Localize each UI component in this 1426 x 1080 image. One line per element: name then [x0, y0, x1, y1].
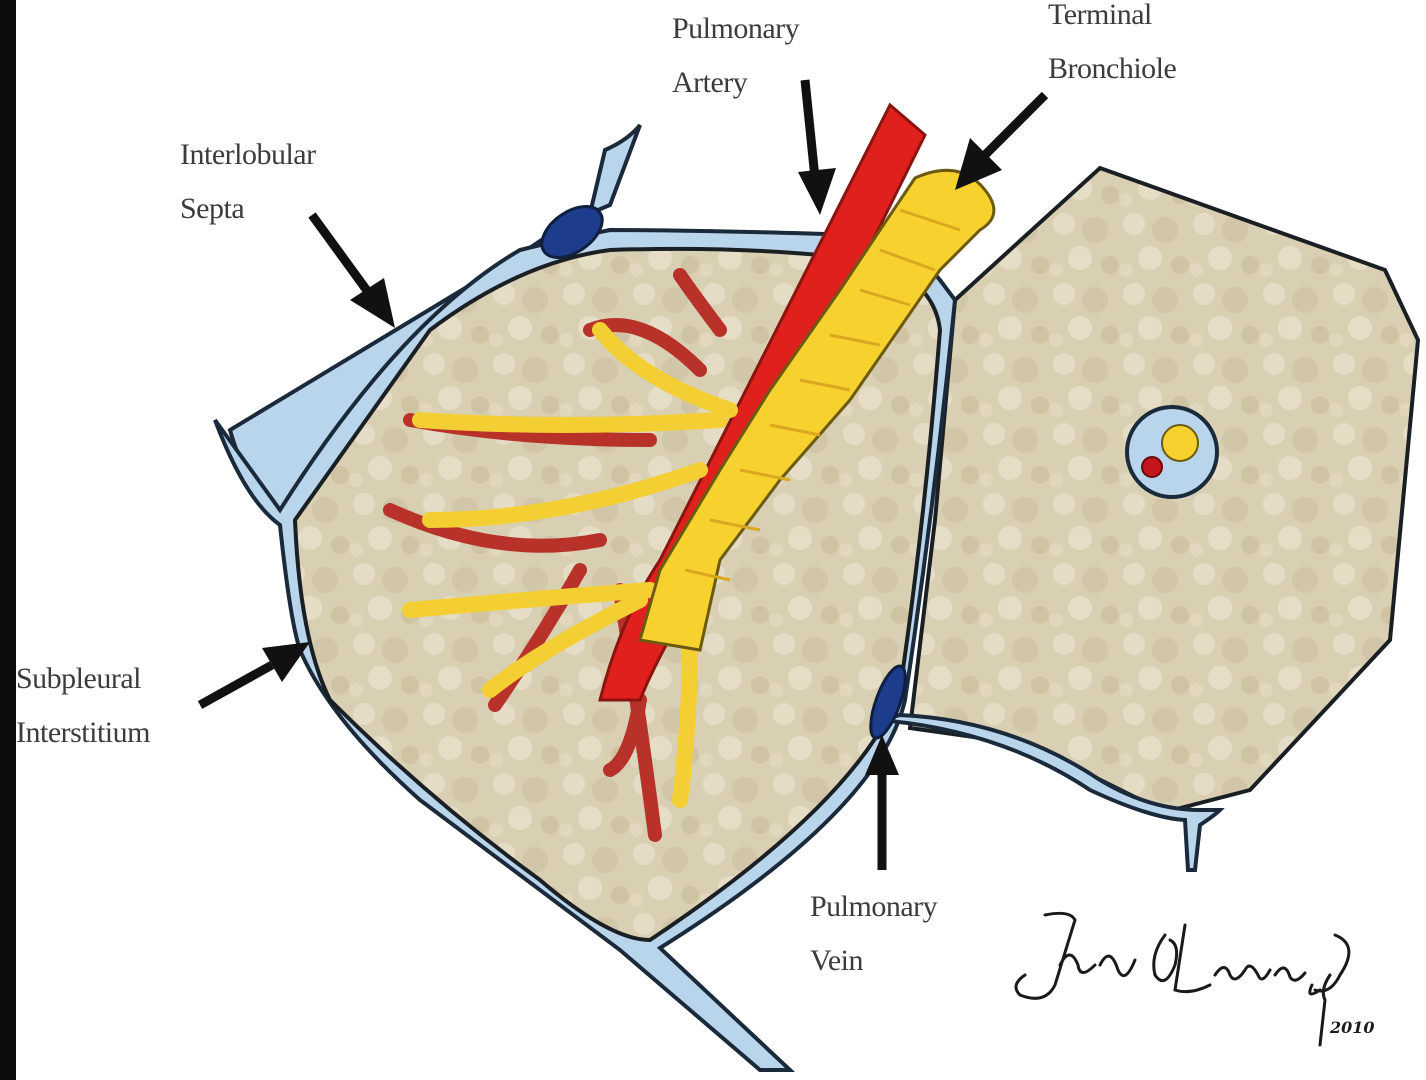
label-pulmonary-vein: Pulmonary Vein [810, 880, 937, 988]
label-terminal-bronchiole: Terminal Bronchiole [1048, 0, 1176, 96]
author-signature: 2010 [1000, 905, 1400, 1055]
bronchovascular-cross-section [1127, 407, 1217, 497]
label-pulmonary-artery: Pulmonary Artery [672, 2, 799, 110]
label-interlobular-septa: Interlobular Septa [180, 128, 316, 236]
signature-year: 2010 [1329, 1018, 1375, 1037]
label-subpleural-interstitium: Subpleural Interstitium [16, 652, 150, 760]
